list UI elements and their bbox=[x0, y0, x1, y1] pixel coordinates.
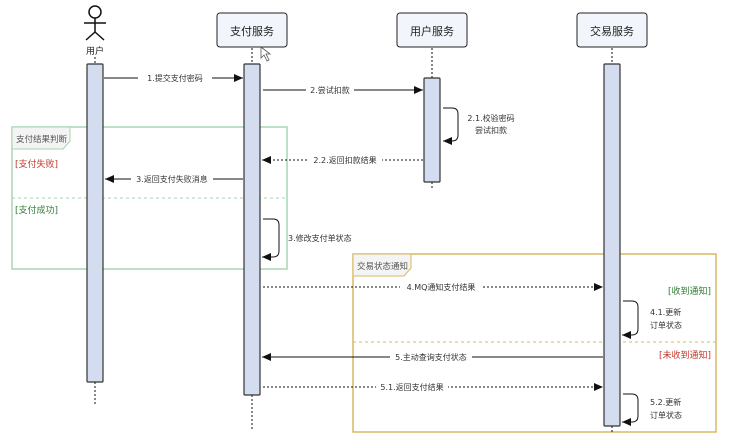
message-1[interactable]: 1.提交支付密码 bbox=[104, 71, 243, 84]
message-2[interactable]: 2.尝试扣款 bbox=[263, 83, 423, 96]
activation-user-service bbox=[423, 77, 441, 183]
message-label-line1: 4.1.更新 bbox=[650, 307, 681, 317]
activations bbox=[86, 63, 621, 427]
message-label: 3.返回支付失败消息 bbox=[136, 174, 208, 184]
message-5-1[interactable]: 5.1.返回支付结果 bbox=[263, 380, 603, 393]
message-5[interactable]: 5.主动查询支付状态 bbox=[262, 350, 603, 363]
guard-notified: [收到通知] bbox=[668, 285, 711, 297]
participant-trade-service[interactable]: 交易服务 bbox=[576, 12, 648, 48]
actor-icon bbox=[84, 5, 106, 41]
message-label-line2: 尝试扣款 bbox=[475, 125, 507, 135]
message-label: 4.MQ通知支付结果 bbox=[407, 282, 476, 292]
message-3-self[interactable]: 3.修改支付单状态 bbox=[262, 218, 352, 261]
message-4-1-self[interactable]: 4.1.更新 订单状态 bbox=[622, 300, 682, 339]
message-label: 2.尝试扣款 bbox=[310, 85, 350, 95]
participant-label: 用户 bbox=[86, 45, 104, 57]
participant-label: 用户服务 bbox=[410, 24, 454, 38]
frame-title: 支付结果判断 bbox=[16, 134, 68, 145]
participant-user[interactable]: 用户 bbox=[84, 5, 106, 57]
message-label: 1.提交支付密码 bbox=[147, 73, 203, 83]
message-label-line2: 订单状态 bbox=[650, 320, 682, 330]
guard-not-notified: [未收到通知] bbox=[659, 349, 711, 361]
guard-pay-failed: [支付失败] bbox=[15, 158, 58, 170]
mouse-cursor-icon bbox=[260, 46, 272, 62]
message-3-fail[interactable]: 3.返回支付失败消息 bbox=[105, 172, 243, 185]
frame-payment-result: 支付结果判断 [支付失败] [支付成功] bbox=[11, 126, 288, 270]
frame-trade-notify: 交易状态通知 [收到通知] [未收到通知] bbox=[352, 253, 717, 433]
activation-pay-service bbox=[243, 63, 261, 396]
activation-trade-service bbox=[603, 63, 621, 427]
message-2-1-self[interactable]: 2.1.校验密码 尝试扣款 bbox=[443, 107, 515, 145]
participant-user-service[interactable]: 用户服务 bbox=[396, 12, 468, 48]
message-label: 5.主动查询支付状态 bbox=[395, 352, 467, 362]
participant-pay-service[interactable]: 支付服务 bbox=[216, 12, 288, 48]
message-4[interactable]: 4.MQ通知支付结果 bbox=[263, 280, 603, 293]
message-label-line2: 订单状态 bbox=[650, 410, 682, 420]
activation-user bbox=[86, 63, 104, 383]
guard-pay-success: [支付成功] bbox=[15, 204, 58, 216]
participant-label: 支付服务 bbox=[230, 25, 274, 38]
lifelines bbox=[94, 48, 613, 434]
message-label: 2.2.返回扣款结果 bbox=[313, 155, 376, 165]
message-2-2[interactable]: 2.2.返回扣款结果 bbox=[262, 153, 423, 166]
message-label-line1: 5.2.更新 bbox=[650, 397, 681, 407]
message-label-line1: 2.1.校验密码 bbox=[467, 113, 514, 123]
message-label: 3.修改支付单状态 bbox=[288, 233, 352, 243]
message-5-2-self[interactable]: 5.2.更新 订单状态 bbox=[622, 393, 682, 426]
message-label: 5.1.返回支付结果 bbox=[380, 382, 443, 392]
participant-label: 交易服务 bbox=[590, 24, 634, 38]
frame-title: 交易状态通知 bbox=[357, 261, 408, 272]
